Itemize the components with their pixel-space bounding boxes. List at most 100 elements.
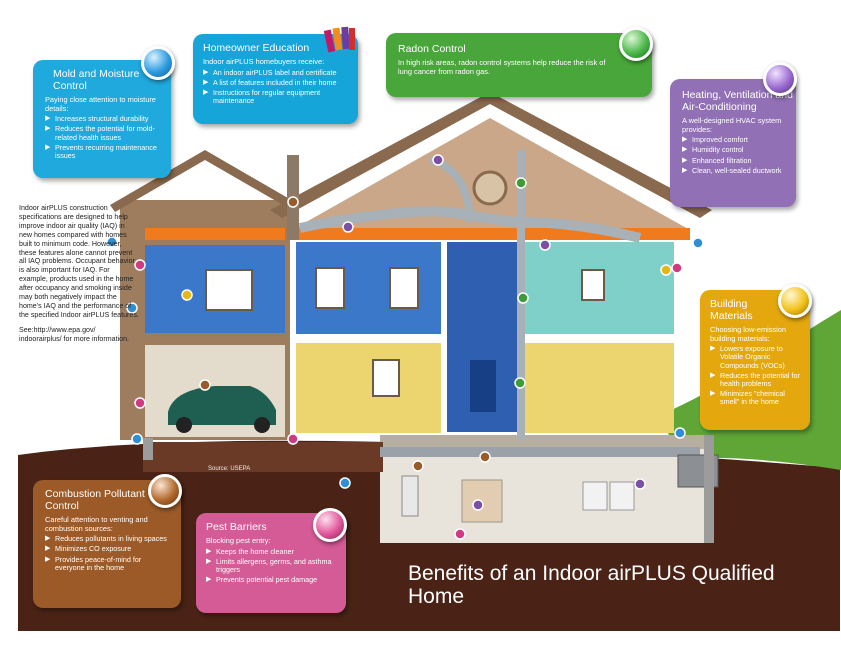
list-item: ▶Prevents recurring maintenance issues xyxy=(45,142,157,160)
card-intro: A well-designed HVAC system provides: xyxy=(682,116,782,134)
purple-orb-icon xyxy=(763,62,797,96)
marker-dot xyxy=(432,154,444,166)
arrow-icon: ▶ xyxy=(45,545,51,553)
marker-dot xyxy=(479,451,491,463)
arrow-icon: ▶ xyxy=(45,555,51,563)
arrow-icon: ▶ xyxy=(206,576,212,584)
arrow-icon: ▶ xyxy=(45,115,51,123)
card-title: Heating, Ventilation and Air-Conditionin… xyxy=(682,89,793,113)
list-item: ▶Minimizes CO exposure xyxy=(45,544,132,554)
arrow-icon: ▶ xyxy=(45,143,51,151)
card-title: Combustion Pollutant Control xyxy=(45,488,145,512)
intro-text: Indoor airPLUS construction specificatio… xyxy=(19,204,139,350)
arrow-icon: ▶ xyxy=(682,136,688,144)
front-door xyxy=(470,360,496,412)
kitchen xyxy=(524,343,674,433)
foundation-right xyxy=(704,435,714,543)
arrow-icon: ▶ xyxy=(203,89,209,96)
car-wheel-rear xyxy=(254,417,270,433)
supply-duct xyxy=(298,206,642,243)
arrow-icon: ▶ xyxy=(45,535,51,543)
arrow-icon: ▶ xyxy=(682,146,688,154)
card-intro: Indoor airPLUS homebuyers receive: xyxy=(203,57,325,66)
list-item: ▶Limits allergens, germs, and asthma tri… xyxy=(206,556,332,574)
marker-dot xyxy=(287,433,299,445)
arrow-icon: ▶ xyxy=(682,166,688,174)
blue-orb-icon xyxy=(141,46,175,80)
main-title: Benefits of an Indoor airPLUS Qualified … xyxy=(408,562,775,608)
intro-paragraph: Indoor airPLUS construction specificatio… xyxy=(19,204,139,319)
marker-dot xyxy=(671,262,683,274)
card-title: Pest Barriers xyxy=(206,521,267,533)
marker-dot xyxy=(412,460,424,472)
arrow-icon: ▶ xyxy=(45,125,51,133)
list-item: ▶Enhanced filtration xyxy=(682,155,752,165)
dryer xyxy=(609,481,635,511)
building-materials-card: Building Materials Choosing low-emission… xyxy=(700,290,810,430)
foundation-left xyxy=(143,438,153,460)
list-item: ▶Increases structural durability xyxy=(45,114,149,124)
card-intro: In high risk areas, radon control system… xyxy=(398,58,606,76)
washer xyxy=(582,481,608,511)
card-list: ▶Reduces pollutants in living spaces ▶Mi… xyxy=(45,535,171,572)
binders-icon xyxy=(323,26,356,53)
list-item: ▶Keeps the home cleaner xyxy=(206,546,294,556)
list-item: ▶Humidity control xyxy=(682,145,744,155)
pink-orb-icon xyxy=(313,508,347,542)
window-upper-left xyxy=(315,267,345,309)
card-list: ▶Increases structural durability ▶Reduce… xyxy=(45,115,161,160)
marker-dot xyxy=(342,221,354,233)
window-bath xyxy=(581,269,605,301)
marker-dot xyxy=(287,196,299,208)
marker-dot xyxy=(134,397,146,409)
list-item: ▶Reduces the potential for mold-related … xyxy=(45,124,155,142)
list-item: ▶Lowers exposure to Volatile Organic Com… xyxy=(710,344,785,370)
crawl-space xyxy=(143,442,383,472)
garage-attic-insulation xyxy=(145,228,285,240)
list-item: ▶Reduces pollutants in living spaces xyxy=(45,534,167,544)
marker-dot xyxy=(539,239,551,251)
marker-dot xyxy=(454,528,466,540)
window-left-bedroom xyxy=(205,269,253,311)
list-item: ▶Clean, well-sealed ductwork xyxy=(682,165,782,175)
list-item: ▶Provides peace-of-mind for everyone in … xyxy=(45,554,142,572)
marker-dot xyxy=(692,237,704,249)
attic-vent xyxy=(472,170,508,206)
list-item: ▶Reduces the potential for health proble… xyxy=(710,370,800,388)
marker-dot xyxy=(660,264,672,276)
more-info-text: See:http://www.epa.gov/ indoorairplus/ f… xyxy=(19,325,130,343)
marker-dot xyxy=(181,289,193,301)
window-living xyxy=(372,359,400,397)
arrow-icon: ▶ xyxy=(206,557,212,565)
car-wheel-front xyxy=(176,417,192,433)
marker-dot xyxy=(131,433,143,445)
mold-moisture-card: Mold and Moisture Control Paying close a… xyxy=(33,60,171,178)
yellow-orb-icon xyxy=(778,284,812,318)
list-item: ▶Minimizes "chemical smell" in the home xyxy=(710,389,785,407)
arrow-icon: ▶ xyxy=(203,68,209,76)
card-list: ▶Lowers exposure to Volatile Organic Com… xyxy=(710,344,802,407)
marker-dot xyxy=(472,499,484,511)
list-item: ▶Instructions for regular equipment main… xyxy=(203,88,321,106)
source-credit: Source: USEPA xyxy=(208,466,251,472)
card-intro: Careful attention to venting and combust… xyxy=(45,515,148,533)
list-item: ▶An indoor airPLUS label and certificate xyxy=(203,67,337,77)
marker-dot xyxy=(514,377,526,389)
hvac-card: Heating, Ventilation and Air-Conditionin… xyxy=(670,79,796,207)
window-upper-right xyxy=(389,267,419,309)
marker-dot xyxy=(515,177,527,189)
card-title: Building Materials xyxy=(710,298,753,322)
water-heater xyxy=(401,475,419,517)
brown-orb-icon xyxy=(148,474,182,508)
card-list: ▶Keeps the home cleaner ▶Limits allergen… xyxy=(206,546,336,585)
list-item: ▶A list of features included in their ho… xyxy=(203,77,337,87)
card-intro: Paying close attention to moisture detai… xyxy=(45,95,156,113)
card-title: Mold and Moisture Control xyxy=(53,68,140,92)
marker-dot xyxy=(674,427,686,439)
marker-dot xyxy=(634,478,646,490)
green-orb-icon xyxy=(619,27,653,61)
arrow-icon: ▶ xyxy=(710,345,716,353)
marker-dot xyxy=(134,259,146,271)
arrow-icon: ▶ xyxy=(206,547,212,555)
